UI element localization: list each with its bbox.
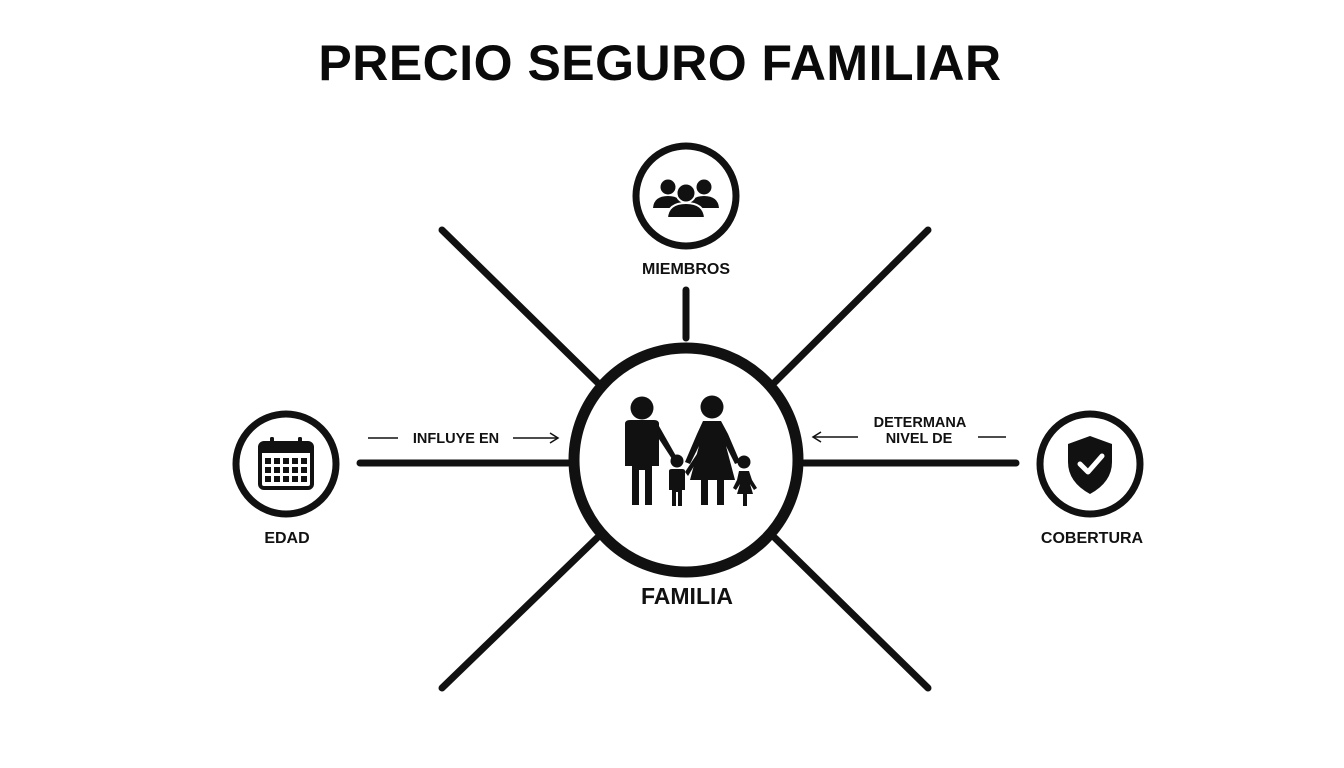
calendar-cell	[292, 458, 298, 464]
calendar-icon	[258, 437, 314, 490]
calendar-cell	[283, 458, 289, 464]
calendar-cell	[301, 458, 307, 464]
node-edad: EDAD	[232, 410, 340, 547]
calendar-cell	[265, 476, 271, 482]
calendar-cell	[301, 467, 307, 473]
calendar-cell	[301, 476, 307, 482]
spoke-lines	[438, 226, 932, 692]
spoke-top-right	[771, 226, 932, 386]
calendar-cell	[274, 467, 280, 473]
calendar-cell	[283, 476, 289, 482]
arrow-right-icon	[549, 432, 560, 444]
calendar-cell	[292, 467, 298, 473]
edge-left-label: INFLUYE EN	[413, 431, 499, 447]
page-title: PRECIO SEGURO FAMILIAR	[318, 35, 1002, 91]
calendar-cell	[274, 476, 280, 482]
node-miembros: MIEMBROS	[632, 142, 740, 278]
node-miembros-label: MIEMBROS	[642, 261, 730, 278]
center-label: FAMILIA	[641, 583, 733, 609]
calendar-cell	[274, 458, 280, 464]
calendar-cell	[265, 458, 271, 464]
edge-label-left: INFLUYE EN	[368, 431, 560, 447]
calendar-cell	[265, 467, 271, 473]
node-cobertura: COBERTURA	[1036, 410, 1144, 547]
spoke-bottom-right	[771, 534, 932, 692]
edge-right-label-line1: DETERMANA	[874, 415, 967, 431]
edge-right-label-line2: NIVEL DE	[886, 431, 953, 447]
calendar-cell	[283, 467, 289, 473]
calendar-cell	[292, 476, 298, 482]
spoke-top-left	[438, 226, 601, 386]
node-cobertura-label: COBERTURA	[1041, 530, 1144, 547]
spoke-bottom-left	[438, 534, 601, 692]
shield-check-icon	[1068, 436, 1112, 494]
group-people-icon	[653, 179, 719, 219]
node-edad-label: EDAD	[264, 530, 309, 547]
connector-lines	[356, 286, 1020, 467]
center-node: FAMILIA	[568, 342, 804, 609]
arrow-left-icon	[811, 431, 822, 443]
family-icon	[625, 395, 757, 506]
edge-label-right: DETERMANA NIVEL DE	[811, 415, 1006, 447]
